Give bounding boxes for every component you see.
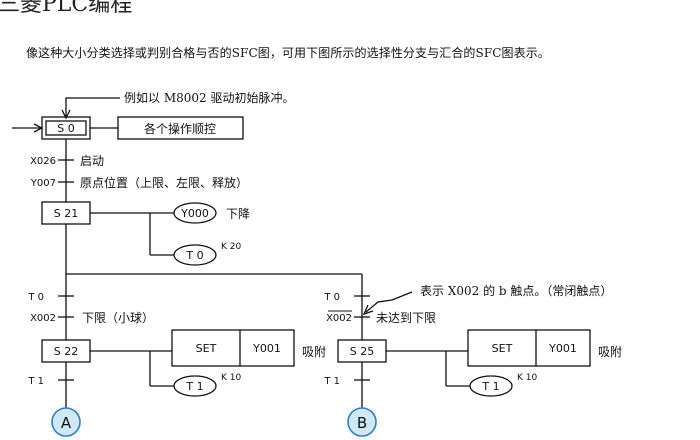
- s22-t1-k: K 10: [221, 373, 241, 383]
- bnote-arrow-head: [362, 304, 374, 316]
- initial-note: 例如以 M8002 驱动初始脉冲。: [124, 90, 294, 105]
- s25-t1-label: T 1: [481, 380, 499, 393]
- x026-label: X026: [30, 156, 56, 167]
- s22-t1-coil: [173, 375, 217, 397]
- intro-text: 像这种大小分类选择或判别合格与否的SFC图，可用下图所示的选择性分支与汇合的SF…: [26, 46, 550, 60]
- connector-a-label: A: [61, 414, 72, 432]
- y000-coil: [173, 202, 217, 224]
- start-label: 启动: [80, 154, 104, 168]
- step-s22-label: S 22: [54, 345, 78, 358]
- y007-label: Y007: [30, 178, 56, 189]
- left-t1-label: T 1: [27, 376, 44, 387]
- step-s25-label: S 25: [350, 345, 374, 358]
- origin-label: 原点位置（上限、左限、释放）: [80, 175, 248, 190]
- s22-set-box: [171, 329, 295, 367]
- initial-action-label: 各个操作顺控: [144, 121, 216, 136]
- left-condition-label: 下限（小球）: [82, 311, 154, 325]
- initial-step-inner: [45, 120, 87, 136]
- s22-set-target: Y001: [252, 342, 281, 355]
- right-t1-label: T 1: [323, 376, 340, 387]
- s22-t1-label: T 1: [185, 380, 203, 393]
- t0-timer-coil: [173, 244, 217, 266]
- s22-set-desc: 吸附: [302, 345, 326, 359]
- connector-a-circle[interactable]: [51, 407, 81, 437]
- s25-set-target: Y001: [548, 342, 577, 355]
- s22-set-label: SET: [196, 342, 217, 355]
- s25-set-label: SET: [492, 342, 513, 355]
- right-t0-label: T 0: [323, 292, 340, 303]
- y000-label: Y000: [180, 207, 209, 220]
- s25-t1-k: K 10: [517, 373, 537, 383]
- t0-k-label: K 20: [221, 242, 241, 252]
- connector-b-label: B: [357, 414, 367, 432]
- right-x002-label: X002: [326, 313, 352, 324]
- left-x002-label: X002: [30, 313, 56, 324]
- y000-desc: 下降: [226, 207, 250, 221]
- initial-arrow-head: [61, 109, 71, 120]
- page-title: 三菱PLC编程: [0, 0, 133, 17]
- s25-set-box: [467, 329, 591, 367]
- left-t0-label: T 0: [27, 292, 44, 303]
- bnote-arrow-line: [365, 291, 413, 313]
- bcontact-note: 表示 X002 的 b 触点。（常闭触点）: [420, 283, 612, 298]
- initial-action-box: [117, 116, 244, 140]
- initial-arrow-line: [65, 97, 120, 116]
- s25-t1-coil: [469, 375, 513, 397]
- step-s21-label: S 21: [54, 207, 78, 220]
- right-condition-label: 未达到下限: [376, 311, 436, 325]
- connector-b-circle[interactable]: [347, 407, 377, 437]
- initial-step-label: S 0: [57, 122, 74, 135]
- s25-set-desc: 吸附: [598, 345, 622, 359]
- t0-label: T 0: [185, 249, 203, 262]
